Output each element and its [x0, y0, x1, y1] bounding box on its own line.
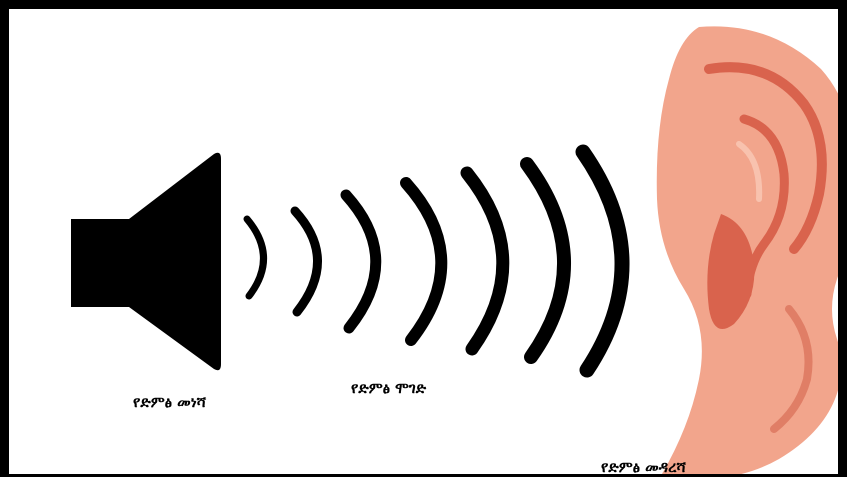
ear-outer [657, 26, 847, 477]
wave-arc-1 [247, 219, 264, 296]
wave-arc-4 [406, 183, 441, 340]
wave-arc-5 [467, 173, 503, 349]
wave-arc-6 [527, 164, 564, 357]
sound-waves [247, 152, 622, 370]
speaker-icon [71, 153, 221, 370]
wave-arc-2 [295, 211, 318, 312]
label-sound-wave: የድምፅ ሞገድ [351, 379, 426, 397]
ear-illustration [657, 26, 847, 477]
speaker-body [71, 153, 221, 370]
label-sound-receiver: የድምፅ መዳረሻ [601, 458, 686, 476]
label-sound-source: የድምፅ መነሻ [133, 393, 206, 411]
wave-arc-3 [346, 195, 376, 328]
wave-arc-7 [583, 152, 622, 370]
